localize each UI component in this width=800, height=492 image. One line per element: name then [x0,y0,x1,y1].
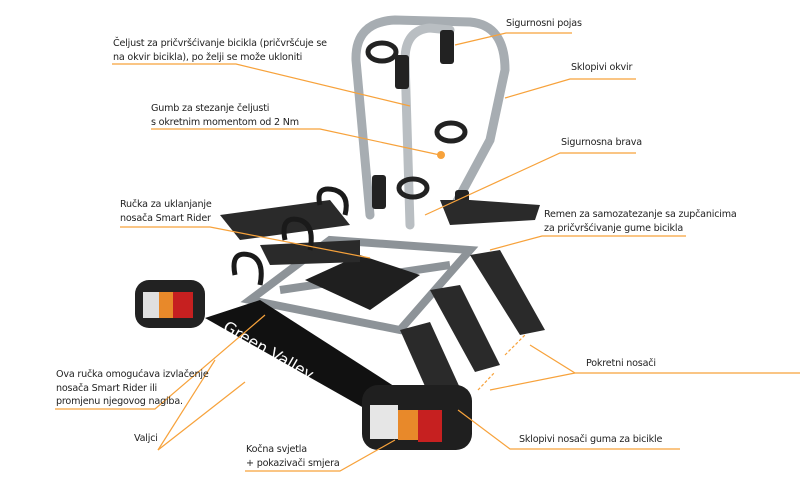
label-safety-lock: Sigurnosna brava [561,136,642,150]
leader-safety-belt [454,32,572,46]
leader-safety-lock [424,152,636,216]
leader-movable-holders-2 [489,372,576,391]
label-lights: Kočna svjetla + pokazivači smjera [246,443,340,470]
leader-ratchet-strap [489,235,686,251]
label-line: Valjci [134,433,158,444]
leader-lights [245,439,396,472]
movement-arrows [477,334,526,391]
leader-rollers-1 [157,359,216,451]
tail-light-left [135,280,205,328]
tail-light-right [362,385,472,450]
platform-plate [305,255,420,310]
label-rollers: Valjci [134,432,158,446]
label-line: + pokazivači smjera [246,457,340,469]
label-line: nosača Smart Rider [120,212,211,224]
label-line: Sklopivi okvir [571,62,633,73]
label-line: Ova ručka omogućava izvlačenje [56,369,209,380]
label-line: Pokretni nosači [586,358,656,369]
label-line: Sigurnosna brava [561,137,642,148]
label-line: Remen za samozatezanje sa zupčanicima [544,209,737,220]
label-folding-frame: Sklopivi okvir [571,61,632,75]
leader-rollers-2 [157,381,246,451]
label-movable-holders: Pokretni nosači [586,357,656,371]
leader-knob [151,128,441,156]
leader-folding-frame [504,78,636,99]
ratchet-straps [231,186,349,286]
label-line: Kočna svjetla [246,444,307,455]
leader-movable-holders [529,344,800,374]
leader-folding-wheel-holders [457,409,680,450]
label-line: Čeljust za pričvršćivanje bicikla (pričv… [113,38,327,49]
label-line: promjenu njegovog nagiba. [56,396,183,407]
label-handle-remove: Ručka za uklanjanje nosača Smart Rider [120,198,212,225]
label-line: Sklopivi nosači guma za bicikle [519,434,663,445]
label-knob: Gumb za stezanje čeljusti s okretnim mom… [151,102,299,129]
leader-handle-remove [120,226,371,259]
leader-jaw [112,63,411,107]
label-handle-tilt: Ova ručka omogućava izvlačenje nosača Sm… [56,368,209,409]
label-line: Sigurnosni pojas [506,18,582,29]
label-line: Ručka za uklanjanje [120,199,212,210]
label-folding-wheel-holders: Sklopivi nosači guma za bicikle [519,433,662,447]
label-line: s okretnim momentom od 2 Nm [151,116,299,128]
rear-bar [205,300,400,420]
leader-handle-tilt [55,314,266,410]
label-line: na okvir bicikla), po želji se može uklo… [113,51,303,63]
label-safety-belt: Sigurnosni pojas [506,17,582,31]
label-line: Gumb za stezanje čeljusti [151,103,270,114]
label-line: za pričvršćivanje gume bicikla [544,222,684,234]
label-jaw: Čeljust za pričvršćivanje bicikla (pričv… [113,37,327,64]
label-line: nosača Smart Rider ili [56,382,158,394]
label-ratchet-strap: Remen za samozatezanje sa zupčanicima za… [544,208,737,235]
